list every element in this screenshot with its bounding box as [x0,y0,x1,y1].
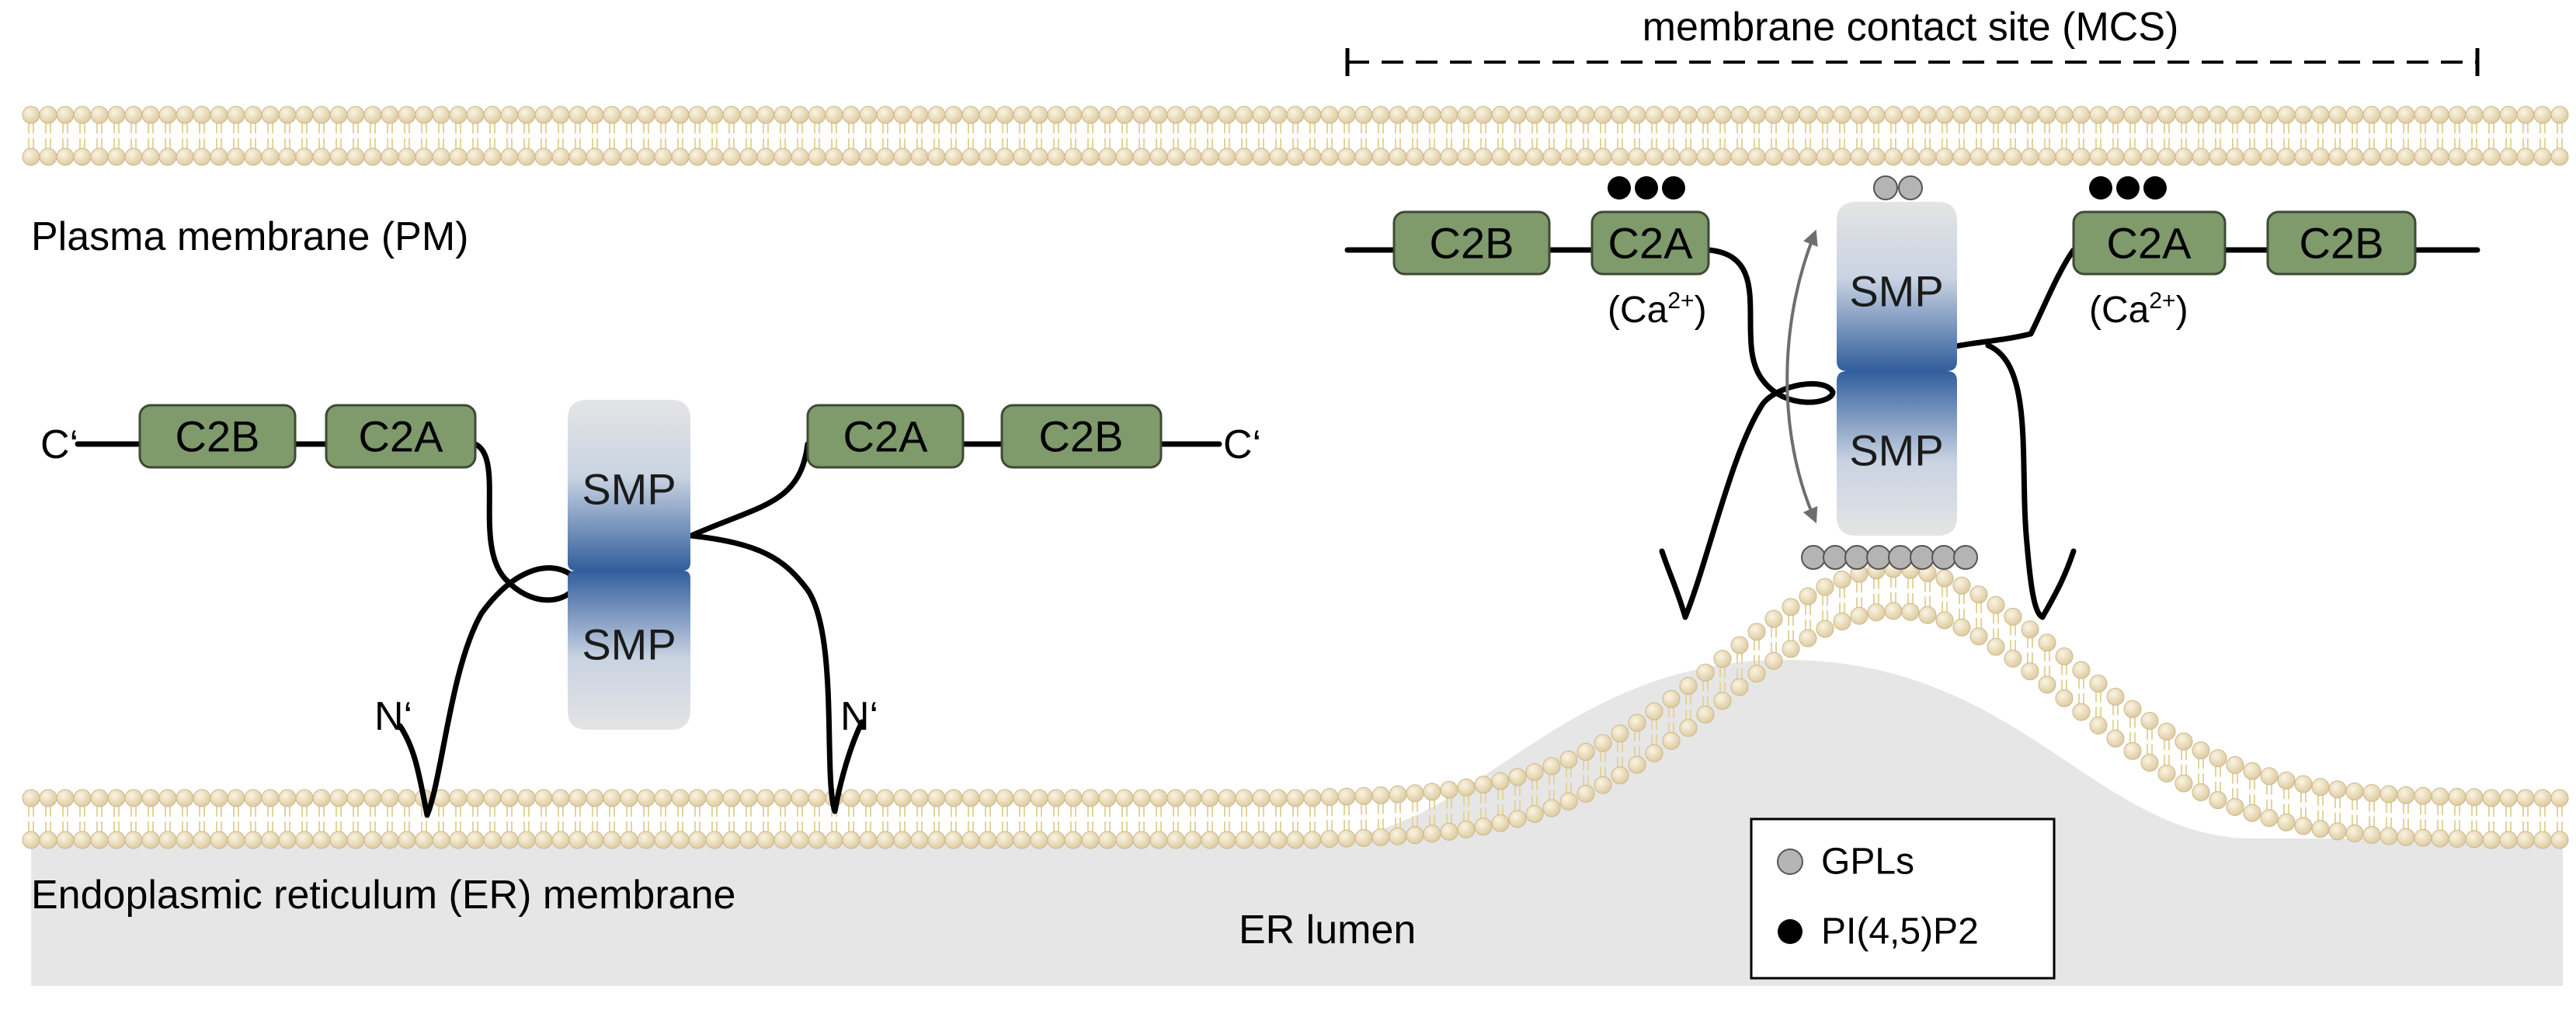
right-chain-left-arm [1344,247,1836,620]
right-c2b-right: C2B [2266,210,2417,276]
calcium-label-right: (Ca2+) [2089,288,2188,331]
svg-text:SMP: SMP [582,620,676,669]
er-membrane-label: Endoplasmic reticulum (ER) membrane [31,873,735,918]
svg-text:SMP: SMP [1849,267,1943,316]
right-chain-right-arm [1938,247,2480,620]
left-c-terminus-left: C‘ [40,422,78,467]
legend-pip2-swatch [1778,919,1803,944]
esyt-right: C2B C2A C2A C2B SMP SMP (Ca2+) (Ca2+) [1344,202,2480,620]
left-chain-left-arm [75,441,579,818]
left-n-terminus-left: N‘ [374,694,412,739]
gpl-cluster-er [1801,545,1978,570]
er-lumen-label: ER lumen [1239,908,1416,953]
right-c2b-left: C2B [1392,210,1551,276]
svg-text:SMP: SMP [1849,426,1943,475]
legend-pip2-label: PI(4,5)P2 [1821,911,1979,953]
left-chain-right-arm [688,441,1222,814]
legend-gpl-label: GPLs [1821,842,1914,883]
mcs-span-marker [1345,48,2480,76]
left-n-terminus-right: N‘ [840,694,878,739]
er-membrane [22,560,2569,849]
left-c2b-left: C2B [138,404,297,469]
right-c2a-right: C2A [2072,210,2227,276]
svg-text:C2A: C2A [359,412,444,461]
svg-text:C2B: C2B [176,412,260,461]
svg-text:C2B: C2B [1430,219,1514,268]
pm-label: Plasma membrane (PM) [31,214,468,259]
left-c2b-right: C2B [1000,404,1163,469]
legend-gpl-swatch [1777,849,1803,875]
calcium-label-left: (Ca2+) [1608,288,1707,331]
pip2-cluster-left [1608,176,1685,200]
esyt-left: C2B C2A C2A C2B SMP SMP C‘ C‘ N‘ N‘ [40,400,1261,818]
svg-text:SMP: SMP [582,465,676,514]
svg-text:C2B: C2B [1039,412,1124,461]
svg-text:C2A: C2A [843,412,929,461]
left-c2a-right: C2A [806,404,965,469]
pip2-cluster-right [2089,176,2167,200]
lipid-transfer-arrow [1785,229,1818,524]
svg-text:C2B: C2B [2300,219,2384,268]
left-smp-dimer: SMP SMP [568,400,690,730]
right-smp-dimer: SMP SMP [1837,202,1957,536]
left-c-terminus-right: C‘ [1223,422,1261,467]
plasma-membrane [22,106,2569,166]
right-c2a-left: C2A [1590,210,1710,276]
svg-text:C2A: C2A [2107,219,2192,268]
left-c2a-left: C2A [325,404,477,469]
legend: GPLs PI(4,5)P2 [1750,817,2056,980]
gpl-pair-pm [1873,175,1923,200]
svg-text:C2A: C2A [1608,219,1694,268]
mcs-label: membrane contact site (MCS) [1643,5,2179,50]
